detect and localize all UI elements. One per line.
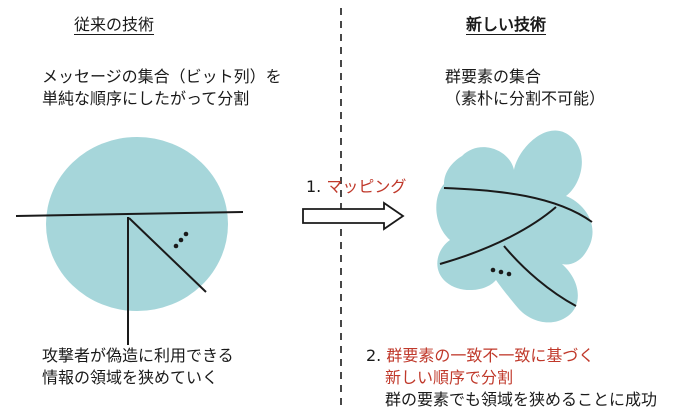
left-desc-line2: 単純な順序にしたがって分割 [42, 89, 250, 108]
diagonal-split-line [128, 217, 207, 293]
step2-line1-text: 群要素の一致不一致に基づく [386, 346, 595, 365]
blob-split-line-diagonal [439, 206, 557, 265]
left-caption-line1: 攻撃者が偽造に利用できる [42, 346, 234, 365]
step2-line2: 新しい順序で分割 [385, 368, 514, 387]
message-set-circle [46, 137, 228, 311]
horizontal-split-line [15, 211, 244, 217]
ellipsis-dots-left [173, 231, 189, 249]
left-heading: 従来の技術 [74, 15, 155, 34]
left-caption-line2: 情報の領域を狭めていく [42, 368, 219, 387]
right-desc-line2: （素朴に分割不可能） [445, 89, 606, 108]
step1-label: 1. マッピング [306, 176, 406, 198]
mapping-arrow [302, 201, 405, 231]
step2-line1: 2. 群要素の一致不一致に基づく [366, 345, 594, 367]
step2-number: 2. [366, 346, 382, 365]
right-heading: 新しい技術 [466, 15, 547, 34]
step1-number: 1. [306, 177, 322, 196]
step1-mapping-text: マッピング [326, 177, 407, 196]
right-desc-line1: 群要素の集合 [445, 67, 542, 86]
step2-line3: 群の要素でも領域を狭めることに成功 [385, 390, 658, 409]
blob-split-line-top [443, 187, 593, 223]
group-element-blob [436, 130, 593, 323]
blob-split-line-lower [503, 245, 577, 307]
ellipsis-dots-right [490, 267, 512, 277]
left-desc-line1: メッセージの集合（ビット列）を [42, 67, 282, 86]
